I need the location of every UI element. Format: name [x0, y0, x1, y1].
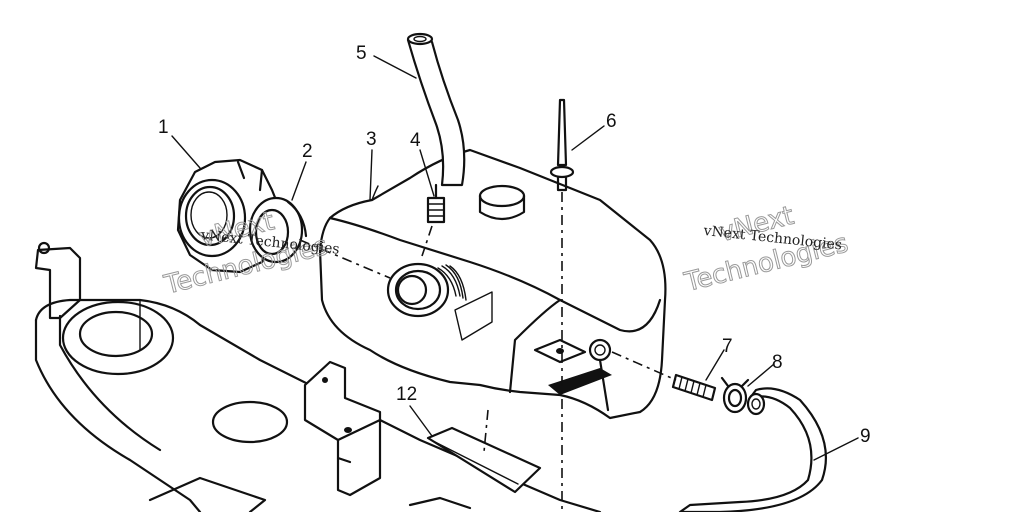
- callout-4: 4: [410, 130, 421, 151]
- callout-12: 12: [396, 384, 417, 405]
- callouts: 1 2 3 4 5 6 7 8 9 12: [158, 43, 871, 447]
- frame-bracket: [34, 241, 602, 512]
- part-6-dipstick: [549, 98, 575, 512]
- part-8-hose-clamp: [720, 376, 750, 414]
- leader-lines: [171, 55, 859, 461]
- part-12-pad: [426, 409, 542, 494]
- callout-7: 7: [722, 336, 733, 357]
- callout-6: 6: [606, 111, 617, 132]
- mounting-bracket: [303, 360, 382, 497]
- callout-5: 5: [356, 43, 367, 64]
- callout-8: 8: [772, 352, 783, 373]
- callout-1: 1: [158, 117, 169, 138]
- part-7-hose-fitting: [611, 351, 717, 402]
- callout-9: 9: [860, 426, 871, 447]
- part-3-oil-tank: [318, 148, 667, 420]
- filler-neck: [386, 262, 467, 318]
- part-2-gasket: [248, 196, 308, 264]
- part-4-vent-fitting: [421, 183, 446, 257]
- part-5-vent-hose: [406, 32, 466, 187]
- part-9-hose: [678, 387, 827, 512]
- assembly-centerline-cap: [299, 239, 391, 279]
- callout-2: 2: [302, 141, 313, 162]
- callout-3: 3: [366, 129, 377, 150]
